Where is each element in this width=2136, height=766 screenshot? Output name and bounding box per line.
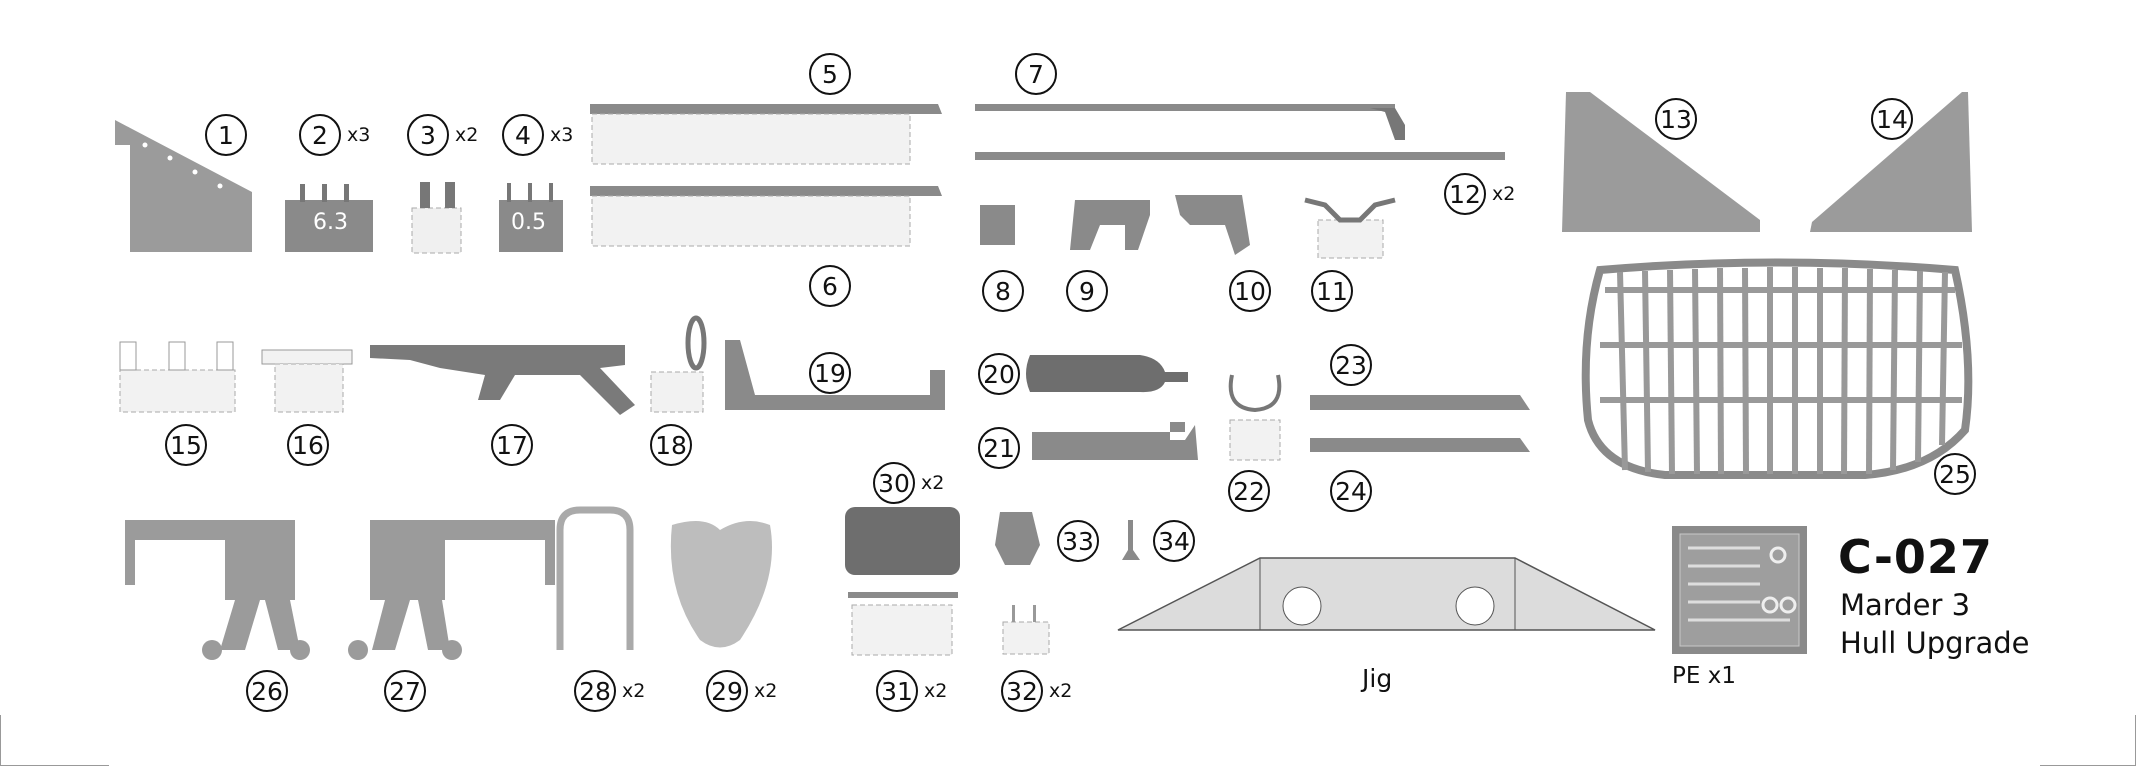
corner-mark-right	[2040, 715, 2136, 766]
part-13-number: 13	[1655, 98, 1697, 140]
part-11-part	[1304, 197, 1396, 259]
part-24-number: 24	[1330, 470, 1372, 512]
part-8-body	[980, 205, 1015, 245]
part-19-bracket	[725, 340, 945, 410]
part-14-plate	[1810, 92, 1972, 232]
part-9-number: 9	[1066, 270, 1108, 312]
part-11-number: 11	[1311, 270, 1353, 312]
part-17-smg	[370, 345, 635, 415]
part-6-rail	[590, 186, 942, 247]
part-4-marking: 0.5	[511, 210, 546, 235]
part-13-plate	[1562, 92, 1760, 232]
part-30-quantity: x2	[921, 472, 945, 494]
part-12-number: 12	[1444, 173, 1486, 215]
part-20-cylinder	[1026, 355, 1188, 393]
part-27-number: 27	[384, 670, 426, 712]
part-32-part	[1002, 605, 1050, 655]
part-2-quantity: x3	[347, 124, 371, 146]
part-15-number: 15	[165, 424, 207, 466]
pe-label: PE x1	[1672, 663, 1736, 689]
part-16-part	[261, 349, 353, 413]
part-30-panel	[845, 507, 960, 575]
part-19-number: 19	[809, 352, 851, 394]
part-21-bracket	[1032, 422, 1198, 460]
part-25-number: 25	[1934, 453, 1976, 495]
pe-fret	[1672, 526, 1807, 654]
part-33-number: 33	[1057, 520, 1099, 562]
part-29-seat	[670, 521, 772, 648]
part-2-number: 2	[299, 114, 341, 156]
part-12-rod	[975, 152, 1505, 160]
part-2-block	[285, 184, 373, 252]
part-34-bolt	[1122, 520, 1140, 560]
part-8-number: 8	[982, 270, 1024, 312]
part-3-block	[411, 182, 462, 254]
part-25-grille	[1581, 258, 1973, 479]
part-27-bracket	[348, 520, 555, 660]
part-17-number: 17	[491, 424, 533, 466]
part-18-number: 18	[650, 424, 692, 466]
part-26-bracket	[125, 520, 310, 660]
part-4-quantity: x3	[550, 124, 574, 146]
corner-mark-left	[0, 715, 109, 766]
part-22-number: 22	[1228, 470, 1270, 512]
part-10-number: 10	[1229, 270, 1271, 312]
part-14-number: 14	[1871, 98, 1913, 140]
part-26-number: 26	[246, 670, 288, 712]
part-31-quantity: x2	[924, 680, 948, 702]
part-29-quantity: x2	[754, 680, 778, 702]
part-23-strip	[1310, 395, 1530, 410]
part-7-number: 7	[1015, 53, 1057, 95]
part-24-strip	[1310, 438, 1530, 452]
part-28-quantity: x2	[622, 680, 646, 702]
part-33-mount	[995, 512, 1040, 565]
part-7-rod	[975, 104, 1405, 140]
jig-label: Jig	[1362, 664, 1393, 693]
part-32-number: 32	[1001, 670, 1043, 712]
part-15-part	[119, 341, 236, 413]
part-4-block	[499, 183, 563, 252]
part-16-number: 16	[287, 424, 329, 466]
part-5-number: 5	[809, 53, 851, 95]
part-23-number: 23	[1330, 344, 1372, 386]
part-3-number: 3	[407, 114, 449, 156]
jig-shape	[1117, 557, 1656, 631]
part-1-plate	[115, 120, 252, 252]
part-1-holes	[142, 142, 223, 189]
part-30-number: 30	[873, 462, 915, 504]
part-10-bracket	[1175, 195, 1250, 255]
part-12-quantity: x2	[1492, 183, 1516, 205]
part-18-part	[650, 315, 707, 413]
part-4-number: 4	[502, 114, 544, 156]
part-3-quantity: x2	[455, 124, 479, 146]
part-32-quantity: x2	[1049, 680, 1073, 702]
part-2-marking: 6.3	[313, 210, 348, 235]
part-9-bracket	[1070, 200, 1150, 250]
part-21-number: 21	[978, 427, 1020, 469]
part-31-part	[848, 592, 958, 656]
product-code: C-027	[1838, 530, 1993, 584]
part-31-number: 31	[876, 670, 918, 712]
part-22-clamp	[1228, 374, 1282, 461]
product-subtitle: Hull Upgrade	[1840, 626, 2030, 660]
part-5-rail	[590, 104, 942, 165]
part-20-number: 20	[978, 353, 1020, 395]
product-name: Marder 3	[1840, 588, 1971, 622]
part-34-number: 34	[1153, 520, 1195, 562]
part-6-number: 6	[809, 265, 851, 307]
part-28-number: 28	[574, 670, 616, 712]
part-1-number: 1	[205, 114, 247, 156]
part-29-number: 29	[706, 670, 748, 712]
part-28-handle	[556, 506, 634, 650]
